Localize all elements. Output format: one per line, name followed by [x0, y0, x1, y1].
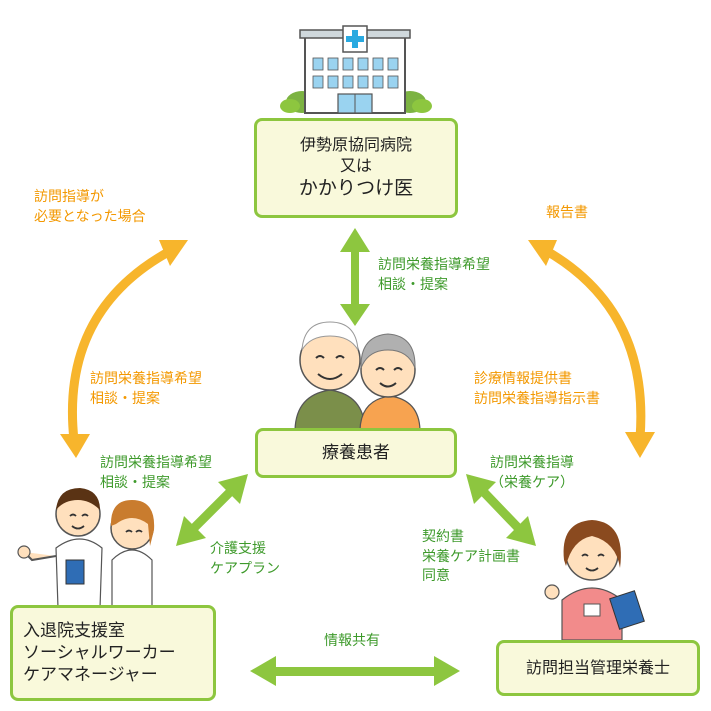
dietitian-icon	[544, 520, 645, 641]
label-visit-needed: 訪問指導が 必要となった場合	[34, 189, 146, 225]
arrow-hospital-support	[60, 240, 188, 458]
label-report: 報告書	[546, 205, 588, 221]
support-line-3: ケアマネージャー	[23, 665, 158, 686]
label-nutrition-guidance: 訪問栄養指導 （栄養ケア）	[490, 455, 574, 491]
elderly-couple-icon	[294, 321, 421, 431]
label-request-center: 訪問栄養指導希望 相談・提案	[378, 257, 490, 293]
hospital-or: 又は	[339, 155, 372, 175]
label-info-share: 情報共有	[324, 633, 380, 649]
hospital-name: 伊勢原協同病院	[299, 134, 412, 154]
arrow-hospital-patient	[340, 228, 370, 326]
arrow-support-dietitian	[250, 656, 460, 686]
patient-label: 療養患者	[322, 442, 390, 463]
support-line-2: ソーシャルワーカー	[23, 642, 176, 663]
support-box: 入退院支援室 ソーシャルワーカー ケアマネージャー	[10, 605, 216, 701]
hospital-box: 伊勢原協同病院 又は かかりつけ医	[254, 118, 458, 218]
dietitian-label: 訪問担当管理栄養士	[525, 657, 670, 677]
support-line-1: 入退院支援室	[23, 620, 125, 641]
dietitian-box: 訪問担当管理栄養士	[496, 640, 700, 696]
medical-staff-icon	[17, 488, 155, 609]
label-instructions: 診療情報提供書 訪問栄養指導指示書	[474, 371, 600, 407]
label-contract: 契約書 栄養ケア計画書 同意	[422, 529, 520, 585]
label-request-left: 訪問栄養指導希望 相談・提案	[90, 371, 202, 407]
label-request-patient: 訪問栄養指導希望 相談・提案	[100, 455, 212, 491]
patient-box: 療養患者	[255, 428, 457, 478]
label-care-plan: 介護支援 ケアプラン	[210, 541, 280, 577]
hospital-clinic: かかりつけ医	[298, 177, 414, 200]
arrow-hospital-dietitian	[528, 240, 655, 458]
arrow-patient-dietitian	[466, 474, 536, 546]
arrow-patient-support	[176, 474, 248, 546]
hospital-icon	[280, 25, 432, 114]
